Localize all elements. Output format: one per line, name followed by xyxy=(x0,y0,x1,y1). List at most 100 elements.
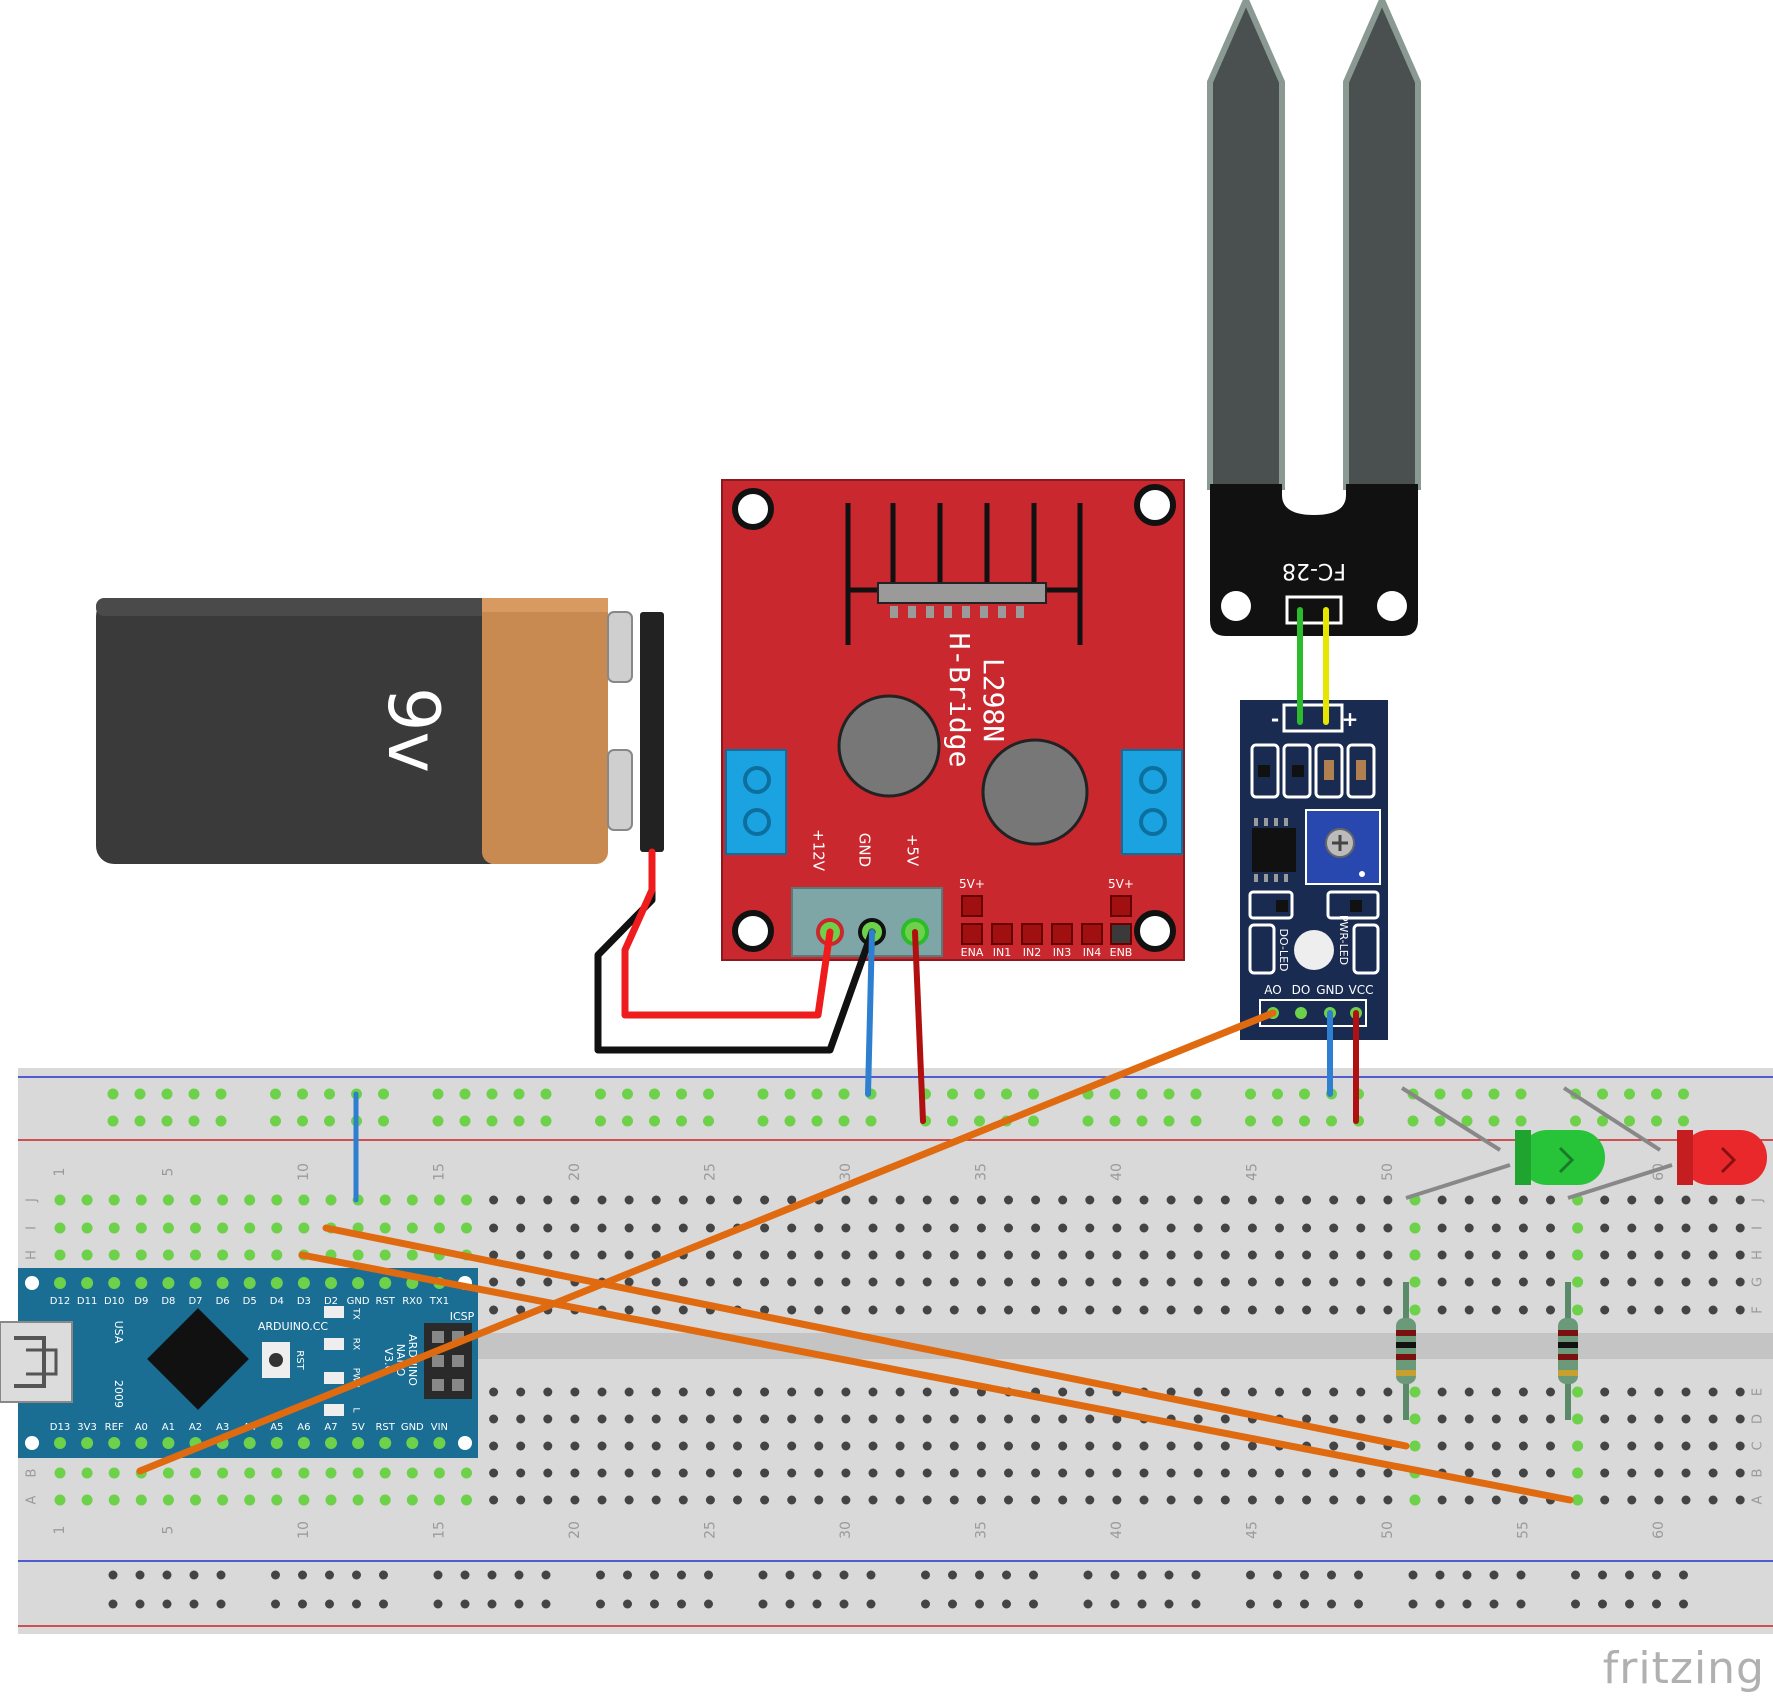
breadboard-hole[interactable] xyxy=(1031,1495,1041,1505)
breadboard-hole[interactable] xyxy=(1572,1386,1584,1398)
rail-hole[interactable] xyxy=(703,1088,714,1100)
rail-hole[interactable] xyxy=(541,1570,551,1580)
breadboard-hole[interactable] xyxy=(1220,1414,1230,1424)
arduino-pin[interactable] xyxy=(297,1277,310,1289)
breadboard-hole[interactable] xyxy=(1085,1441,1095,1451)
rail-hole[interactable] xyxy=(486,1088,498,1100)
breadboard-hole[interactable] xyxy=(678,1387,688,1397)
breadboard-hole[interactable] xyxy=(570,1468,580,1478)
breadboard-hole[interactable] xyxy=(895,1468,905,1478)
breadboard-hole[interactable] xyxy=(108,1249,120,1261)
rail-hole[interactable] xyxy=(1678,1115,1689,1127)
breadboard-hole[interactable] xyxy=(1139,1250,1149,1260)
rail-hole[interactable] xyxy=(649,1115,660,1127)
breadboard-hole[interactable] xyxy=(1681,1441,1691,1451)
breadboard-hole[interactable] xyxy=(1518,1277,1528,1287)
rail-hole[interactable] xyxy=(1435,1570,1445,1580)
breadboard-hole[interactable] xyxy=(379,1222,391,1234)
breadboard-hole[interactable] xyxy=(489,1414,499,1424)
breadboard-hole[interactable] xyxy=(1247,1495,1257,1505)
breadboard-hole[interactable] xyxy=(1464,1277,1474,1287)
breadboard-hole[interactable] xyxy=(1383,1495,1393,1505)
breadboard-hole[interactable] xyxy=(1329,1495,1339,1505)
rail-hole[interactable] xyxy=(596,1570,605,1580)
breadboard-hole[interactable] xyxy=(1572,1494,1584,1506)
breadboard-hole[interactable] xyxy=(489,1468,499,1478)
rail-hole[interactable] xyxy=(271,1599,280,1609)
breadboard-hole[interactable] xyxy=(489,1387,499,1397)
breadboard-hole[interactable] xyxy=(1518,1414,1528,1424)
breadboard-hole[interactable] xyxy=(543,1250,553,1260)
rail-hole[interactable] xyxy=(433,1570,443,1580)
rail-hole[interactable] xyxy=(216,1599,226,1609)
breadboard-hole[interactable] xyxy=(1193,1441,1203,1451)
breadboard-hole[interactable] xyxy=(1329,1305,1339,1315)
rail-hole[interactable] xyxy=(785,1570,795,1580)
breadboard-hole[interactable] xyxy=(489,1195,499,1205)
rail-hole[interactable] xyxy=(487,1570,497,1580)
breadboard-hole[interactable] xyxy=(597,1387,607,1397)
breadboard-hole[interactable] xyxy=(1464,1441,1474,1451)
arduino-pin[interactable] xyxy=(54,1277,66,1289)
breadboard-hole[interactable] xyxy=(733,1495,742,1505)
breadboard-hole[interactable] xyxy=(81,1249,93,1261)
breadboard-hole[interactable] xyxy=(1572,1304,1584,1316)
breadboard-hole[interactable] xyxy=(516,1468,526,1478)
breadboard-hole[interactable] xyxy=(570,1414,580,1424)
rail-hole[interactable] xyxy=(757,1115,769,1127)
rail-hole[interactable] xyxy=(1191,1570,1201,1580)
breadboard-hole[interactable] xyxy=(516,1387,526,1397)
breadboard-hole[interactable] xyxy=(461,1194,472,1206)
breadboard-hole[interactable] xyxy=(271,1194,283,1206)
breadboard-hole[interactable] xyxy=(1058,1414,1068,1424)
breadboard-hole[interactable] xyxy=(1600,1414,1610,1424)
breadboard-hole[interactable] xyxy=(1464,1495,1474,1505)
breadboard-hole[interactable] xyxy=(733,1441,742,1451)
breadboard-hole[interactable] xyxy=(1708,1414,1718,1424)
breadboard-hole[interactable] xyxy=(379,1494,391,1506)
breadboard-hole[interactable] xyxy=(54,1222,66,1234)
breadboard-hole[interactable] xyxy=(1600,1441,1610,1451)
breadboard-hole[interactable] xyxy=(516,1195,526,1205)
breadboard-hole[interactable] xyxy=(976,1414,986,1424)
breadboard-hole[interactable] xyxy=(922,1195,932,1205)
rail-hole[interactable] xyxy=(378,1088,389,1100)
breadboard-hole[interactable] xyxy=(81,1494,93,1506)
arduino-pin[interactable] xyxy=(433,1437,446,1449)
breadboard-hole[interactable] xyxy=(678,1414,688,1424)
breadboard-hole[interactable] xyxy=(1031,1277,1041,1287)
breadboard-hole[interactable] xyxy=(1654,1195,1664,1205)
breadboard-hole[interactable] xyxy=(1708,1468,1718,1478)
rail-hole[interactable] xyxy=(162,1599,172,1609)
rail-hole[interactable] xyxy=(1678,1088,1689,1100)
breadboard-hole[interactable] xyxy=(678,1305,688,1315)
breadboard-hole[interactable] xyxy=(949,1441,959,1451)
rail-hole[interactable] xyxy=(948,1570,957,1580)
breadboard-hole[interactable] xyxy=(108,1494,120,1506)
rail-hole[interactable] xyxy=(135,1599,145,1609)
breadboard-hole[interactable] xyxy=(1112,1195,1122,1205)
breadboard-hole[interactable] xyxy=(1329,1387,1339,1397)
breadboard-hole[interactable] xyxy=(352,1249,364,1261)
rail-hole[interactable] xyxy=(704,1599,713,1609)
breadboard-hole[interactable] xyxy=(733,1195,742,1205)
breadboard-hole[interactable] xyxy=(760,1441,770,1451)
rail-hole[interactable] xyxy=(134,1088,146,1100)
breadboard-hole[interactable] xyxy=(1356,1277,1366,1287)
breadboard-hole[interactable] xyxy=(433,1467,445,1479)
breadboard-hole[interactable] xyxy=(1627,1195,1637,1205)
breadboard-hole[interactable] xyxy=(108,1194,120,1206)
breadboard-hole[interactable] xyxy=(949,1387,959,1397)
breadboard-hole[interactable] xyxy=(1193,1195,1203,1205)
rail-hole[interactable] xyxy=(1300,1570,1309,1580)
rail-hole[interactable] xyxy=(297,1115,308,1127)
breadboard-hole[interactable] xyxy=(1572,1249,1584,1261)
breadboard-hole[interactable] xyxy=(516,1250,526,1260)
breadboard-hole[interactable] xyxy=(922,1305,932,1315)
breadboard-hole[interactable] xyxy=(895,1195,905,1205)
breadboard-hole[interactable] xyxy=(1600,1495,1610,1505)
breadboard-hole[interactable] xyxy=(651,1495,661,1505)
rail-hole[interactable] xyxy=(1136,1088,1148,1100)
rail-hole[interactable] xyxy=(677,1599,686,1609)
breadboard-hole[interactable] xyxy=(1356,1195,1366,1205)
